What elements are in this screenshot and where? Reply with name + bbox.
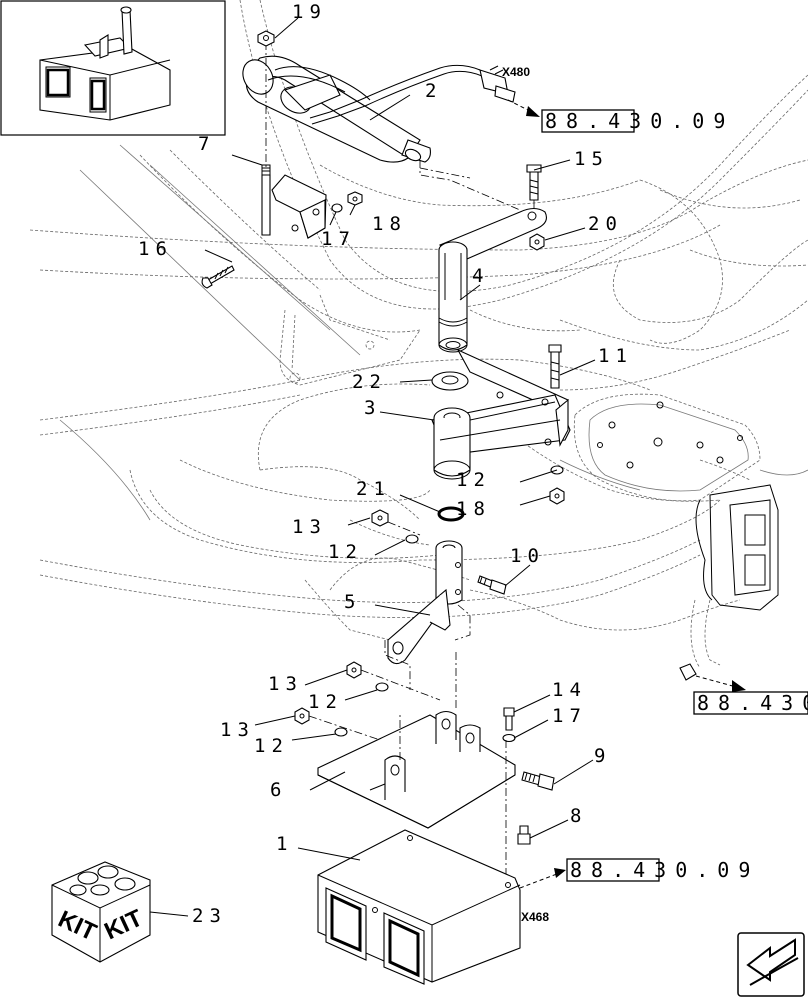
parts-12-13-lower <box>294 661 441 746</box>
callout-23: 23 <box>192 905 227 927</box>
part-16-bolt <box>201 265 235 289</box>
callout-4: 4 <box>472 265 489 287</box>
ref-arrow-top <box>507 99 540 117</box>
callout-10: 10 <box>510 545 545 567</box>
callout-6: 6 <box>270 779 287 801</box>
callout-17-lower: 17 <box>552 705 587 727</box>
callout-13-mid: 13 <box>292 516 327 538</box>
parts-14-17 <box>502 707 516 743</box>
connector-x480: X480 <box>502 65 530 79</box>
part-6-plate <box>317 650 516 880</box>
ref-top-text: 88.430.09 <box>545 109 734 133</box>
callout-12-right: 12 <box>456 469 491 491</box>
callout-5: 5 <box>344 591 361 613</box>
part-19-nut <box>257 30 275 47</box>
part-8-bolt <box>517 825 531 845</box>
callout-2: 2 <box>425 80 442 102</box>
ref-arrow-bottom <box>519 868 566 889</box>
callout-18-top: 18 <box>372 213 407 235</box>
part-3-bracket <box>431 348 571 480</box>
callout-12-lower: 12 <box>308 691 343 713</box>
parts-12-13-mid <box>371 509 421 544</box>
vehicle-outline <box>29 0 808 641</box>
callout-labels: 19 2 7 15 17 18 20 16 4 11 22 3 12 21 18… <box>138 1 633 927</box>
nav-arrow-box[interactable] <box>737 932 805 997</box>
part-15-bolt <box>526 164 542 220</box>
connector-x468: X468 <box>521 910 549 924</box>
seat-base-plate <box>573 393 761 502</box>
callout-7: 7 <box>198 133 215 155</box>
kit-box-icon: KIT KIT <box>51 861 151 963</box>
parts-12-18-right <box>549 465 565 505</box>
part-22-washer <box>431 371 469 391</box>
part-9-bolt <box>521 771 555 791</box>
callout-12-bottom: 12 <box>254 735 289 757</box>
ref-arrow-right <box>679 663 746 692</box>
callout-18-right: 18 <box>456 498 491 520</box>
inset-view <box>0 0 226 136</box>
part-5-bracket <box>384 540 471 690</box>
part-21-ring <box>437 506 465 522</box>
callout-1: 1 <box>276 833 293 855</box>
callout-13-bottom: 13 <box>220 719 255 741</box>
callout-16: 16 <box>138 238 173 260</box>
callout-22: 22 <box>352 371 387 393</box>
side-module <box>690 469 808 669</box>
callout-9: 9 <box>594 745 611 767</box>
callout-19: 19 <box>292 1 327 23</box>
parts-17-18-hardware <box>331 191 363 213</box>
callout-8: 8 <box>570 805 587 827</box>
part-7-bracket <box>261 164 327 239</box>
ref-box-bottom[interactable]: 88.430.09 <box>566 858 759 882</box>
callout-21: 21 <box>356 478 391 500</box>
ref-right-text: 88.430 <box>697 691 808 715</box>
part-4-shaft <box>438 207 547 353</box>
callout-3: 3 <box>364 397 381 419</box>
callout-20: 20 <box>588 213 623 235</box>
callout-15: 15 <box>574 148 609 170</box>
pedal-outline <box>279 294 421 386</box>
callout-13-lower: 13 <box>268 673 303 695</box>
part-20-nut <box>529 233 545 251</box>
part-10-bolt <box>477 575 507 595</box>
ref-bottom-text: 88.430.09 <box>570 858 759 882</box>
callout-12-mid: 12 <box>328 541 363 563</box>
leader-lines <box>149 17 596 917</box>
part-2-actuator <box>242 42 521 211</box>
callout-17-top: 17 <box>321 228 356 250</box>
callout-11: 11 <box>598 345 633 367</box>
callout-14: 14 <box>552 679 587 701</box>
part-1-display <box>317 829 521 985</box>
part-11-bolt <box>548 344 562 389</box>
ref-box-top[interactable]: 88.430.09 <box>541 109 734 133</box>
ref-box-right[interactable]: 88.430 <box>693 691 808 715</box>
